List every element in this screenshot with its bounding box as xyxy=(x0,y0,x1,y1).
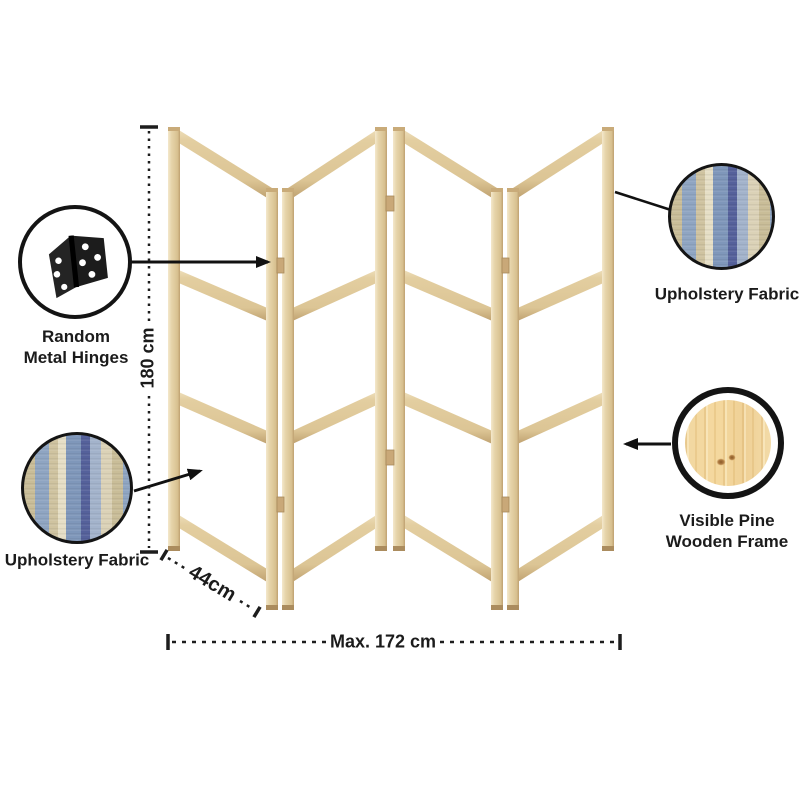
wood-knot xyxy=(715,458,726,467)
panel-2-rails xyxy=(288,127,381,585)
hinge-blocks xyxy=(276,195,510,513)
metal-hinge-icon xyxy=(48,235,108,299)
pine-wood-swatch xyxy=(685,400,771,486)
hinge-callout-label: Random Metal Hinges xyxy=(23,327,129,367)
fabric-bl-arrow xyxy=(133,468,203,493)
frame-posts xyxy=(168,127,614,610)
height-dimension-line xyxy=(140,125,158,554)
hinge-callout-circle xyxy=(18,205,132,319)
callout-arrows xyxy=(131,190,672,493)
max-width-dimension-label: Max. 172 cm xyxy=(329,631,437,652)
fabric-swatch-bottom-left xyxy=(21,432,133,544)
pine-wood-label: Visible Pine Wooden Frame xyxy=(665,511,789,551)
panel-3-rails xyxy=(399,127,497,585)
height-dimension-label: 180 cm xyxy=(137,327,158,389)
panel-4-rails xyxy=(513,127,608,585)
fabric-swatch-top-right xyxy=(668,163,775,270)
pine-wood-callout-circle xyxy=(672,387,784,499)
panel-width-dimension-line xyxy=(159,548,262,619)
wood-knot xyxy=(728,454,736,462)
fabric-top-right-label: Upholstery Fabric xyxy=(654,284,800,304)
fabric-tr-connector xyxy=(614,190,672,212)
panel-1-rails xyxy=(174,127,272,585)
width-dimension-line xyxy=(166,634,622,650)
fabric-bottom-left-label: Upholstery Fabric xyxy=(4,550,150,570)
post-caps xyxy=(168,127,614,610)
